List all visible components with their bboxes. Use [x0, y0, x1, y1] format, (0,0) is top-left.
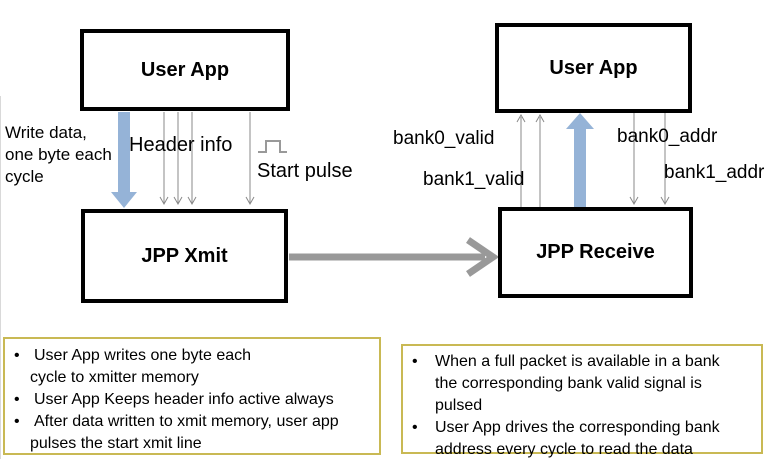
note-line: • User App Keeps header info active alwa…: [5, 389, 379, 411]
note-text: User App drives the corresponding bank: [435, 419, 720, 436]
note-line: address every cycle to read the data: [403, 439, 761, 459]
user-app-rx-box: User App: [495, 23, 692, 113]
jpp-xmit-box: JPP Xmit: [81, 209, 288, 303]
note-text: the corresponding bank valid signal is: [435, 375, 702, 392]
user-app-rx-label: User App: [549, 56, 638, 79]
note-text: After data written to xmit memory, user …: [34, 413, 339, 430]
start-pulse-label: Start pulse: [257, 160, 353, 182]
header-info-arrows: [159, 112, 197, 206]
xmit-notes-box: • User App writes one byte each cycle to…: [3, 337, 381, 455]
packet-transfer-arrow: [289, 237, 500, 277]
receive-notes-box: • When a full packet is available in a b…: [401, 344, 763, 458]
receive-to-userapp-arrow: [566, 113, 594, 207]
header-info-label: Header info: [129, 134, 233, 156]
note-text: address every cycle to read the data: [435, 441, 693, 458]
write-data-label: Write data, one byte each cycle: [5, 123, 112, 186]
bank1-addr-label: bank1_addr: [664, 162, 765, 183]
bank0-addr-label: bank0_addr: [617, 126, 718, 147]
write-data-arrow: [111, 112, 137, 208]
note-text: cycle to xmitter memory: [30, 369, 199, 386]
left-edge-artifact: [0, 96, 1, 459]
note-line: • When a full packet is available in a b…: [403, 351, 761, 373]
user-app-tx-label: User App: [140, 58, 230, 81]
bank0-valid-label: bank0_valid: [393, 128, 495, 149]
user-app-tx-box: User App: [80, 29, 290, 111]
note-line: pulsed: [403, 395, 761, 417]
bullet-glyph: •: [14, 347, 20, 364]
note-line: • User App writes one byte each: [5, 345, 379, 367]
note-line: pulses the start xmit line: [5, 433, 379, 455]
note-text: pulsed: [435, 397, 483, 414]
start-pulse-arrow: [245, 112, 255, 206]
bank-addr-arrows: [629, 113, 670, 206]
bullet-glyph: •: [14, 391, 20, 408]
bullet-glyph: •: [14, 413, 20, 430]
bullet-glyph: •: [412, 419, 418, 436]
note-line: • User App drives the corresponding bank: [403, 417, 761, 439]
note-line: • After data written to xmit memory, use…: [5, 411, 379, 433]
note-text: When a full packet is available in a ban…: [435, 353, 720, 370]
note-text: pulses the start xmit line: [30, 435, 202, 452]
note-text: User App Keeps header info active always: [34, 391, 334, 408]
note-text: User App writes one byte each: [34, 347, 252, 364]
jpp-receive-label: JPP Receive: [536, 241, 655, 263]
bank1-valid-label: bank1_valid: [423, 169, 525, 190]
note-line: cycle to xmitter memory: [5, 367, 379, 389]
jpp-receive-box: JPP Receive: [498, 207, 693, 298]
note-line: the corresponding bank valid signal is: [403, 373, 761, 395]
jpp-xmit-label: JPP Xmit: [141, 244, 228, 267]
bullet-glyph: •: [412, 353, 418, 370]
pulse-waveform-icon: [258, 140, 287, 153]
bank-valid-arrows: [516, 113, 545, 207]
